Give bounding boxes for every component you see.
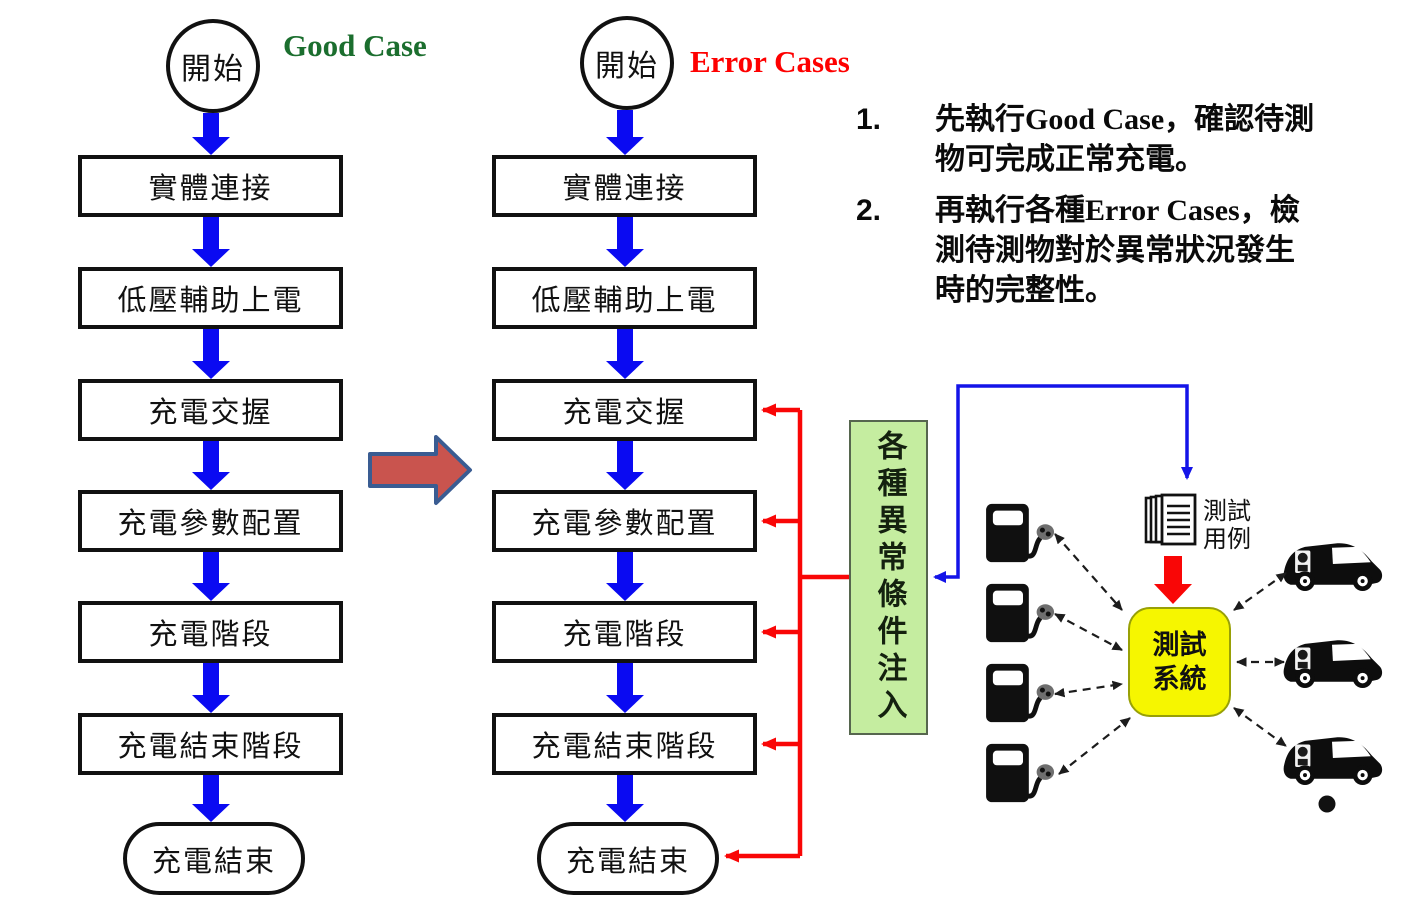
good-flow-step-1: 實體連接 bbox=[78, 155, 343, 217]
good-flow-end-label: 充電結束 bbox=[151, 845, 276, 878]
good-flow-step-5-label: 充電階段 bbox=[148, 619, 273, 651]
flow-arrow bbox=[606, 663, 644, 713]
good-flow-step-4: 充電參數配置 bbox=[78, 490, 343, 552]
electric-car-1 bbox=[1283, 543, 1383, 591]
test-cases-label-line1: 測試 bbox=[1203, 499, 1251, 525]
flow-arrow bbox=[192, 217, 230, 267]
good-flow-step-5: 充電階段 bbox=[78, 601, 343, 663]
electric-car-2 bbox=[1283, 640, 1383, 688]
flow-arrow bbox=[606, 217, 644, 267]
note-item-1: 1. 先執行Good Case，確認待測 物可完成正常充電。 bbox=[856, 100, 1416, 180]
test-cases-label-line2: 用例 bbox=[1203, 527, 1251, 553]
good-flow-step-2-label: 低壓輔助上電 bbox=[117, 285, 304, 317]
link-system-car3 bbox=[1233, 707, 1287, 747]
charging-station-3 bbox=[986, 664, 1054, 722]
good-flow-start-node: 開始 bbox=[166, 19, 260, 113]
note-1-line-2: 物可完成正常充電。 bbox=[935, 143, 1205, 176]
note-2-line-2: 測待測物對於異常狀況發生 bbox=[935, 234, 1295, 267]
error-flow-start-node: 開始 bbox=[580, 16, 674, 110]
error-flow-step-4: 充電參數配置 bbox=[492, 490, 757, 552]
error-flow-start-label: 開始 bbox=[595, 50, 659, 83]
link-system-car1 bbox=[1233, 572, 1287, 611]
flow-arrow bbox=[606, 110, 644, 155]
error-flow-step-4-label: 充電參數配置 bbox=[531, 508, 718, 540]
good-flow-step-4-label: 充電參數配置 bbox=[117, 508, 304, 540]
test-cases-doc-stack-icon bbox=[1144, 493, 1197, 546]
error-flow-step-5: 充電階段 bbox=[492, 601, 757, 663]
test-system-label-line1: 測試 bbox=[1152, 630, 1207, 660]
link-station4-system bbox=[1058, 717, 1131, 775]
more-cars-ellipsis-dot bbox=[1318, 795, 1336, 813]
test-system-label-line2: 系統 bbox=[1152, 664, 1207, 694]
flow-arrow bbox=[606, 441, 644, 490]
flow-arrow bbox=[192, 775, 230, 822]
flow-arrow bbox=[606, 775, 644, 822]
note-2-line-3: 時的完整性。 bbox=[935, 274, 1115, 307]
good-flow-step-6: 充電結束階段 bbox=[78, 713, 343, 775]
error-flow-step-2-label: 低壓輔助上電 bbox=[531, 285, 718, 317]
error-flow-step-6-label: 充電結束階段 bbox=[531, 731, 718, 763]
link-station1-system bbox=[1054, 533, 1123, 611]
good-flow-step-2: 低壓輔助上電 bbox=[78, 267, 343, 329]
good-flow-step-1-label: 實體連接 bbox=[148, 173, 273, 205]
notes-list: 1. 先執行Good Case，確認待測 物可完成正常充電。 2. 再執行各種E… bbox=[856, 100, 1416, 322]
good-to-error-transition-arrow bbox=[368, 435, 472, 505]
flow-arrow bbox=[192, 113, 230, 155]
charging-station-1 bbox=[986, 504, 1054, 562]
error-flow-step-6: 充電結束階段 bbox=[492, 713, 757, 775]
charging-station-4 bbox=[986, 744, 1054, 802]
error-flow-end-node: 充電結束 bbox=[537, 822, 719, 895]
good-flow-start-label: 開始 bbox=[181, 53, 245, 86]
error-flow-step-5-label: 充電階段 bbox=[562, 619, 687, 651]
good-flow-step-6-label: 充電結束階段 bbox=[117, 731, 304, 763]
note-1-number: 1. bbox=[856, 103, 882, 136]
flow-arrow bbox=[192, 329, 230, 379]
note-item-2: 2. 再執行各種Error Cases，檢 測待測物對於異常狀況發生 時的完整性… bbox=[856, 191, 1416, 311]
error-injection-label: 各種異常條件注入 bbox=[872, 429, 906, 726]
error-flow-end-label: 充電結束 bbox=[565, 845, 690, 878]
note-2-text: 再執行各種Error Cases，檢 測待測物對於異常狀況發生 時的完整性。 bbox=[935, 191, 1300, 311]
note-1-line-1: 先執行Good Case，確認待測 bbox=[935, 103, 1315, 136]
link-station2-system bbox=[1054, 613, 1123, 651]
note-2-line-1: 再執行各種Error Cases，檢 bbox=[935, 194, 1300, 227]
flow-arrow bbox=[606, 329, 644, 379]
good-flow-step-3-label: 充電交握 bbox=[148, 397, 273, 429]
flow-arrow bbox=[192, 663, 230, 713]
error-flow-step-3-label: 充電交握 bbox=[562, 397, 687, 429]
test-system-box: 測試 系統 bbox=[1128, 607, 1231, 717]
testcases-to-system-arrow bbox=[1154, 556, 1192, 604]
error-flow-step-3: 充電交握 bbox=[492, 379, 757, 441]
error-flow-step-2: 低壓輔助上電 bbox=[492, 267, 757, 329]
link-station3-system bbox=[1054, 680, 1123, 698]
error-injection-box: 各種異常條件注入 bbox=[849, 420, 928, 735]
flow-arrow bbox=[192, 552, 230, 601]
good-flow-step-3: 充電交握 bbox=[78, 379, 343, 441]
error-cases-title: Error Cases bbox=[690, 44, 850, 79]
injection-testcases-feedback-arrow bbox=[933, 384, 1193, 583]
good-case-title: Good Case bbox=[283, 28, 427, 63]
electric-car-3 bbox=[1283, 737, 1383, 785]
note-2-number: 2. bbox=[856, 194, 882, 227]
charging-station-2 bbox=[986, 584, 1054, 642]
test-cases-label: 測試 用例 bbox=[1203, 498, 1251, 554]
good-flow-end-node: 充電結束 bbox=[123, 822, 305, 895]
flow-arrow bbox=[192, 441, 230, 490]
error-flow-step-1: 實體連接 bbox=[492, 155, 757, 217]
note-1-text: 先執行Good Case，確認待測 物可完成正常充電。 bbox=[935, 100, 1314, 180]
error-flow-step-1-label: 實體連接 bbox=[562, 173, 687, 205]
flow-arrow bbox=[606, 552, 644, 601]
